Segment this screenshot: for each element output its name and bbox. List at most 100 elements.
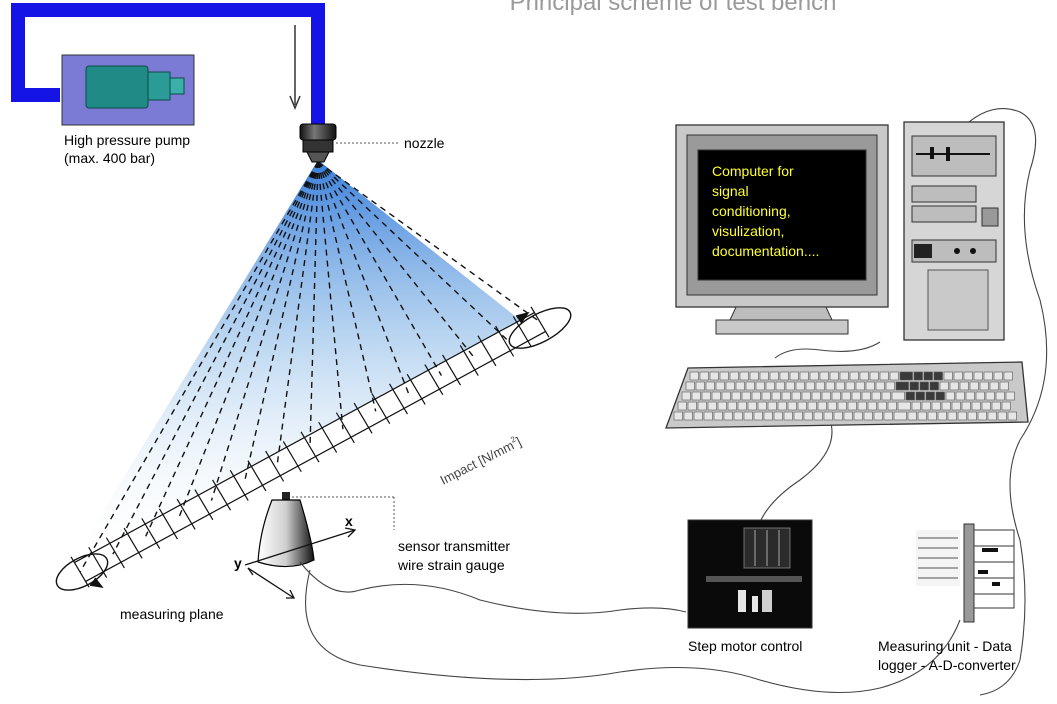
keyboard-key bbox=[985, 391, 995, 401]
keyboard-key bbox=[967, 411, 977, 421]
spray-ray bbox=[317, 161, 344, 430]
keyboard-key bbox=[683, 411, 693, 421]
computer-screen bbox=[697, 149, 867, 281]
keyboard-key bbox=[753, 411, 763, 421]
keyboard-key bbox=[713, 411, 723, 421]
keyboard-key bbox=[897, 401, 911, 411]
keyboard-key bbox=[887, 401, 897, 411]
strip-segment bbox=[141, 518, 161, 549]
keyboard-key bbox=[963, 371, 973, 381]
keyboard-key bbox=[825, 381, 835, 391]
keyboard-key bbox=[863, 411, 873, 421]
keyboard-key bbox=[837, 401, 847, 411]
keyboard-key bbox=[883, 411, 893, 421]
keyboard-key bbox=[853, 411, 863, 421]
keyboard-key bbox=[977, 411, 987, 421]
keyboard-key bbox=[997, 411, 1007, 421]
keyboard-key bbox=[775, 381, 785, 391]
keyboard-key bbox=[857, 401, 867, 411]
strip-segment bbox=[424, 364, 444, 396]
keyboard-key bbox=[813, 411, 823, 421]
keyboard-key bbox=[769, 371, 779, 381]
axis-x-label: x bbox=[345, 513, 353, 529]
keyboard-key bbox=[999, 381, 1009, 391]
keyboard-key bbox=[921, 401, 931, 411]
spray-ray bbox=[79, 161, 319, 573]
keyboard-key bbox=[699, 371, 709, 381]
keyboard-key bbox=[931, 401, 941, 411]
keyboard-key bbox=[687, 401, 697, 411]
strip-segment bbox=[530, 306, 550, 338]
keyboard-key bbox=[989, 381, 999, 391]
keyboard-key bbox=[799, 371, 809, 381]
keyboard-key bbox=[995, 391, 1005, 401]
spray-rays bbox=[79, 161, 541, 573]
computer-tower bbox=[903, 121, 1005, 341]
spray-ray bbox=[145, 161, 319, 537]
keyboard-key bbox=[973, 371, 983, 381]
keyboard-key bbox=[927, 411, 937, 421]
keyboard-key bbox=[843, 411, 853, 421]
keyboard-key bbox=[729, 371, 739, 381]
keyboard-key bbox=[723, 411, 733, 421]
strip-segment bbox=[158, 508, 178, 540]
keyboard-key bbox=[761, 391, 771, 401]
keyboard-key bbox=[787, 401, 797, 411]
keyboard-key bbox=[801, 391, 811, 401]
keyboard-key bbox=[959, 381, 969, 391]
data-logger bbox=[916, 523, 1015, 623]
keyboard-key bbox=[987, 411, 997, 421]
keyboard-key bbox=[905, 391, 915, 401]
pump-label-line1: High pressure pump bbox=[64, 132, 190, 148]
keyboard-key bbox=[815, 381, 825, 391]
keyboard-key bbox=[855, 381, 865, 391]
keyboard-key bbox=[827, 401, 837, 411]
keyboard-key bbox=[755, 381, 765, 391]
keyboard-key bbox=[891, 391, 905, 401]
keyboard-key bbox=[885, 381, 895, 391]
keyboard-key bbox=[789, 371, 799, 381]
keyboard-key bbox=[681, 391, 691, 401]
keyboard-key bbox=[975, 391, 985, 401]
keyboard-key bbox=[717, 401, 727, 411]
keyboard-key bbox=[877, 401, 887, 411]
keyboard-key bbox=[949, 381, 959, 391]
keyboard-key bbox=[895, 381, 909, 391]
spray-ray bbox=[112, 161, 319, 555]
keyboard-key bbox=[797, 401, 807, 411]
keyboard-key bbox=[865, 381, 875, 391]
strip-segment bbox=[459, 345, 479, 376]
keyboard-key bbox=[741, 391, 751, 401]
logger-label-line2: logger - A-D-converter bbox=[878, 657, 1016, 673]
keyboard-key bbox=[993, 371, 1003, 381]
high-pressure-pipe bbox=[11, 3, 325, 130]
sensor-label-line2: wire strain gauge bbox=[397, 557, 505, 573]
strip-segment bbox=[212, 479, 232, 511]
keyboard-key bbox=[689, 371, 699, 381]
strip-segment bbox=[477, 335, 497, 367]
keyboard-key bbox=[821, 391, 831, 401]
keyboard-key bbox=[777, 401, 787, 411]
keyboard-key bbox=[705, 381, 715, 391]
screen-text-line: conditioning, bbox=[712, 203, 791, 219]
keyboard-key bbox=[749, 371, 759, 381]
keyboard-key bbox=[943, 371, 953, 381]
keyboard-key bbox=[737, 401, 747, 411]
keyboard-key bbox=[929, 381, 939, 391]
screen-text-line: Computer for bbox=[712, 163, 794, 179]
keyboard-key bbox=[947, 411, 957, 421]
pump-label-line2: (max. 400 bar) bbox=[64, 150, 155, 166]
keyboard-key bbox=[695, 381, 705, 391]
keyboard-key bbox=[941, 401, 951, 411]
keyboard-key bbox=[907, 411, 917, 421]
keyboard-key bbox=[811, 391, 821, 401]
keyboard-key bbox=[823, 411, 833, 421]
keyboard-key bbox=[899, 371, 913, 381]
keyboard-key bbox=[817, 401, 827, 411]
strip-segment bbox=[176, 498, 196, 530]
keyboard-key bbox=[1005, 391, 1015, 401]
step-motor-control bbox=[687, 519, 813, 629]
keyboard-key bbox=[677, 401, 687, 411]
